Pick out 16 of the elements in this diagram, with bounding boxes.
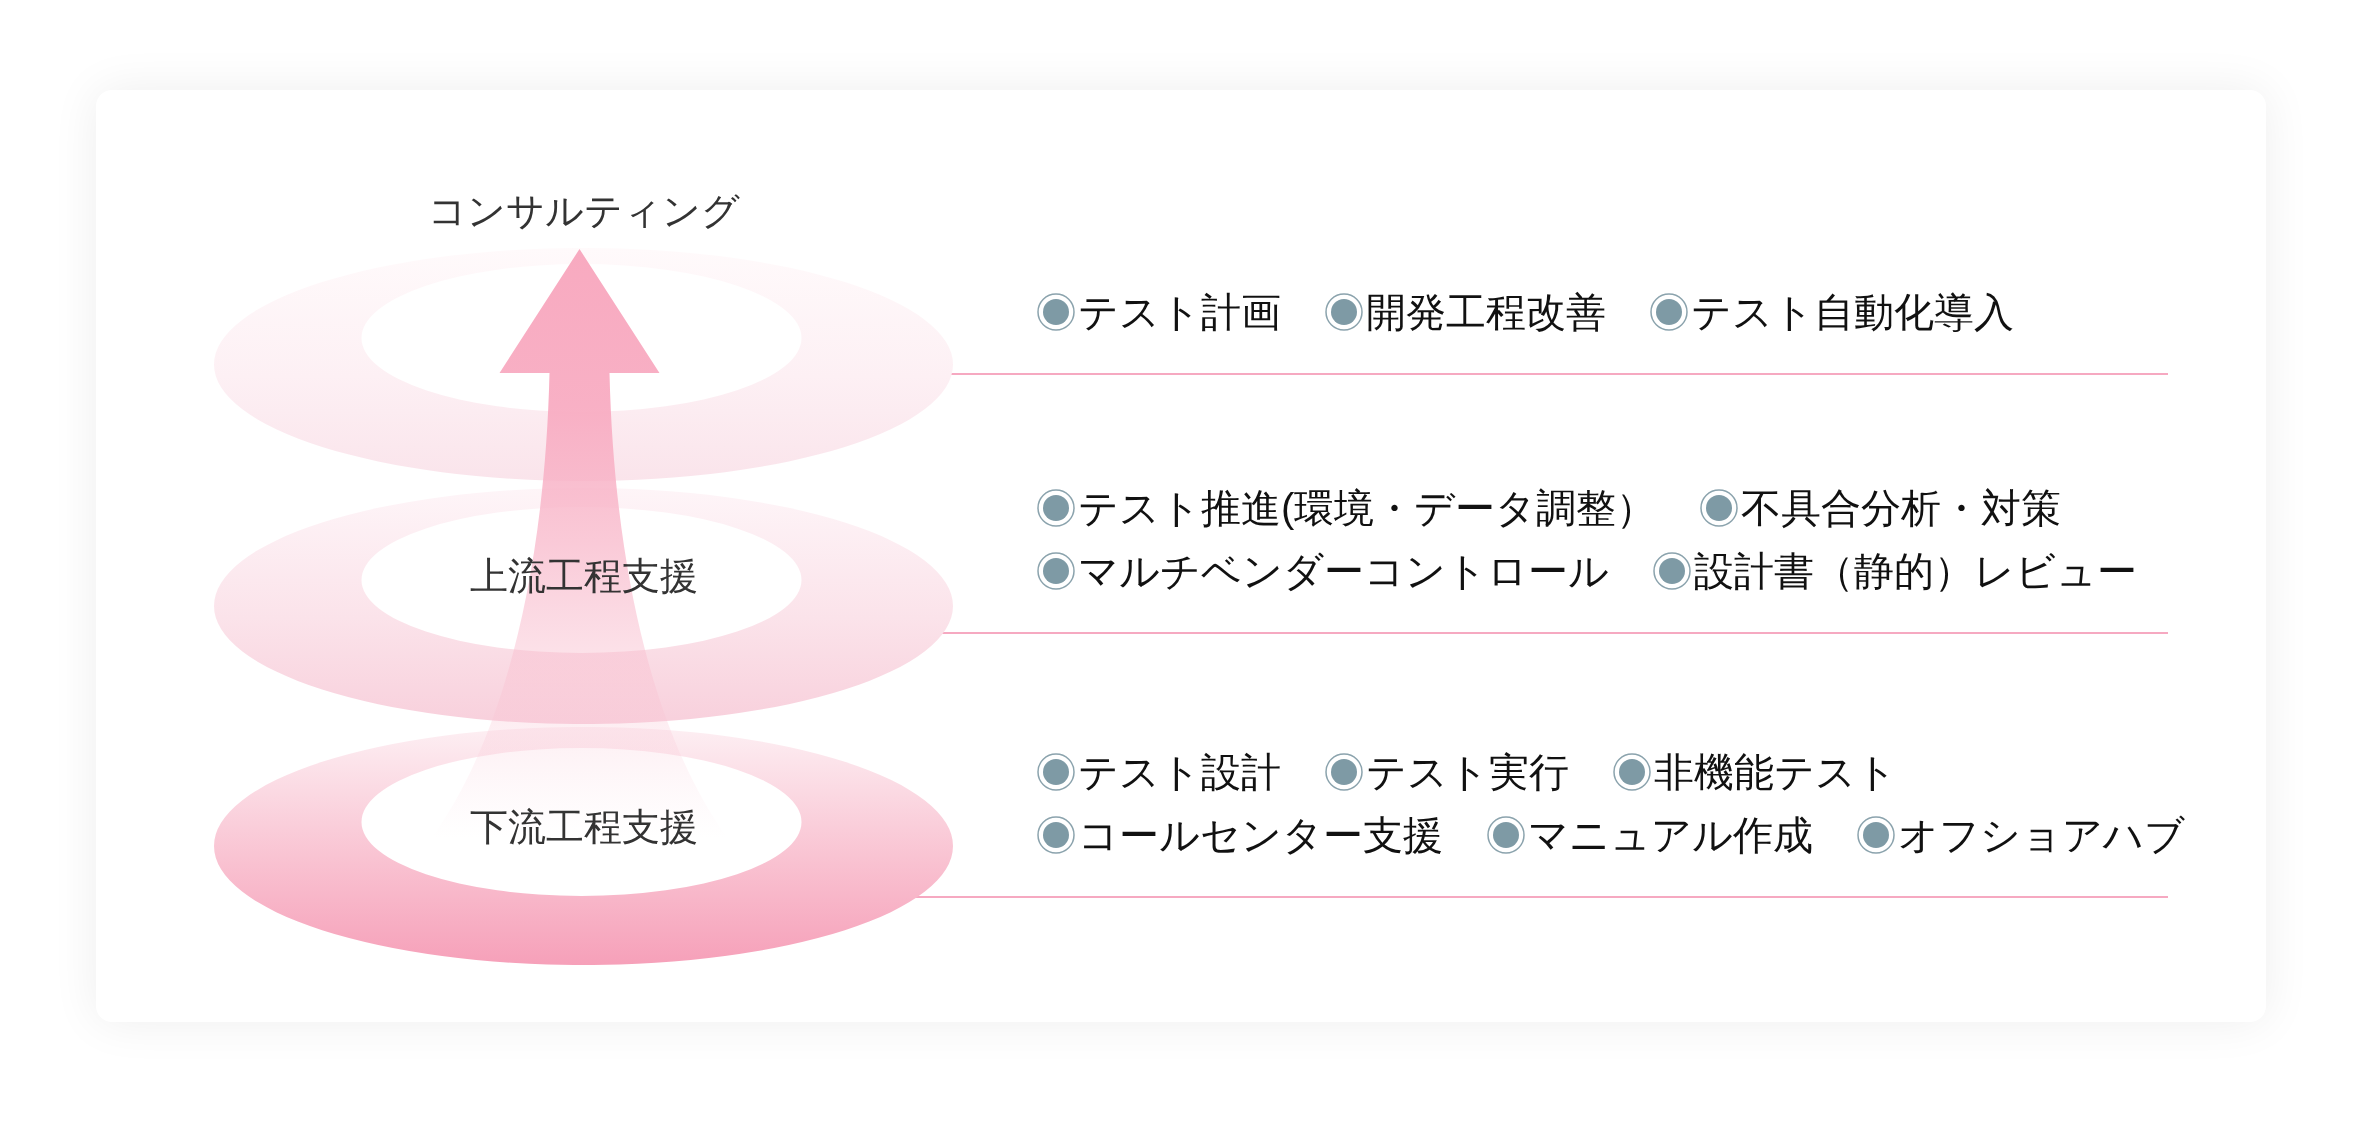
service-item: テスト計画 (1078, 289, 1281, 336)
service-item: テスト自動化導入 (1691, 289, 2014, 336)
tier-heading: コンサルティング (427, 189, 740, 234)
service-item: テスト推進(環境・データ調整） (1078, 485, 1657, 532)
service-item: 不具合分析・対策 (1741, 485, 2062, 532)
service-item: コールセンター支援 (1078, 812, 1443, 859)
service-item: テスト設計 (1078, 749, 1281, 796)
service-item: マルチベンダーコントロール (1078, 548, 1609, 595)
service-item: テスト実行 (1366, 749, 1569, 796)
tier-label: 下流工程支援 (469, 805, 698, 850)
service-item: 非機能テスト (1654, 749, 1897, 796)
tier-label: 上流工程支援 (469, 554, 698, 599)
service-item: 設計書（静的）レビュー (1694, 548, 2137, 595)
service-item: 開発工程改善 (1366, 289, 1606, 336)
service-item: マニュアル作成 (1528, 812, 1813, 859)
service-item: オフショアハブ (1898, 812, 2185, 859)
